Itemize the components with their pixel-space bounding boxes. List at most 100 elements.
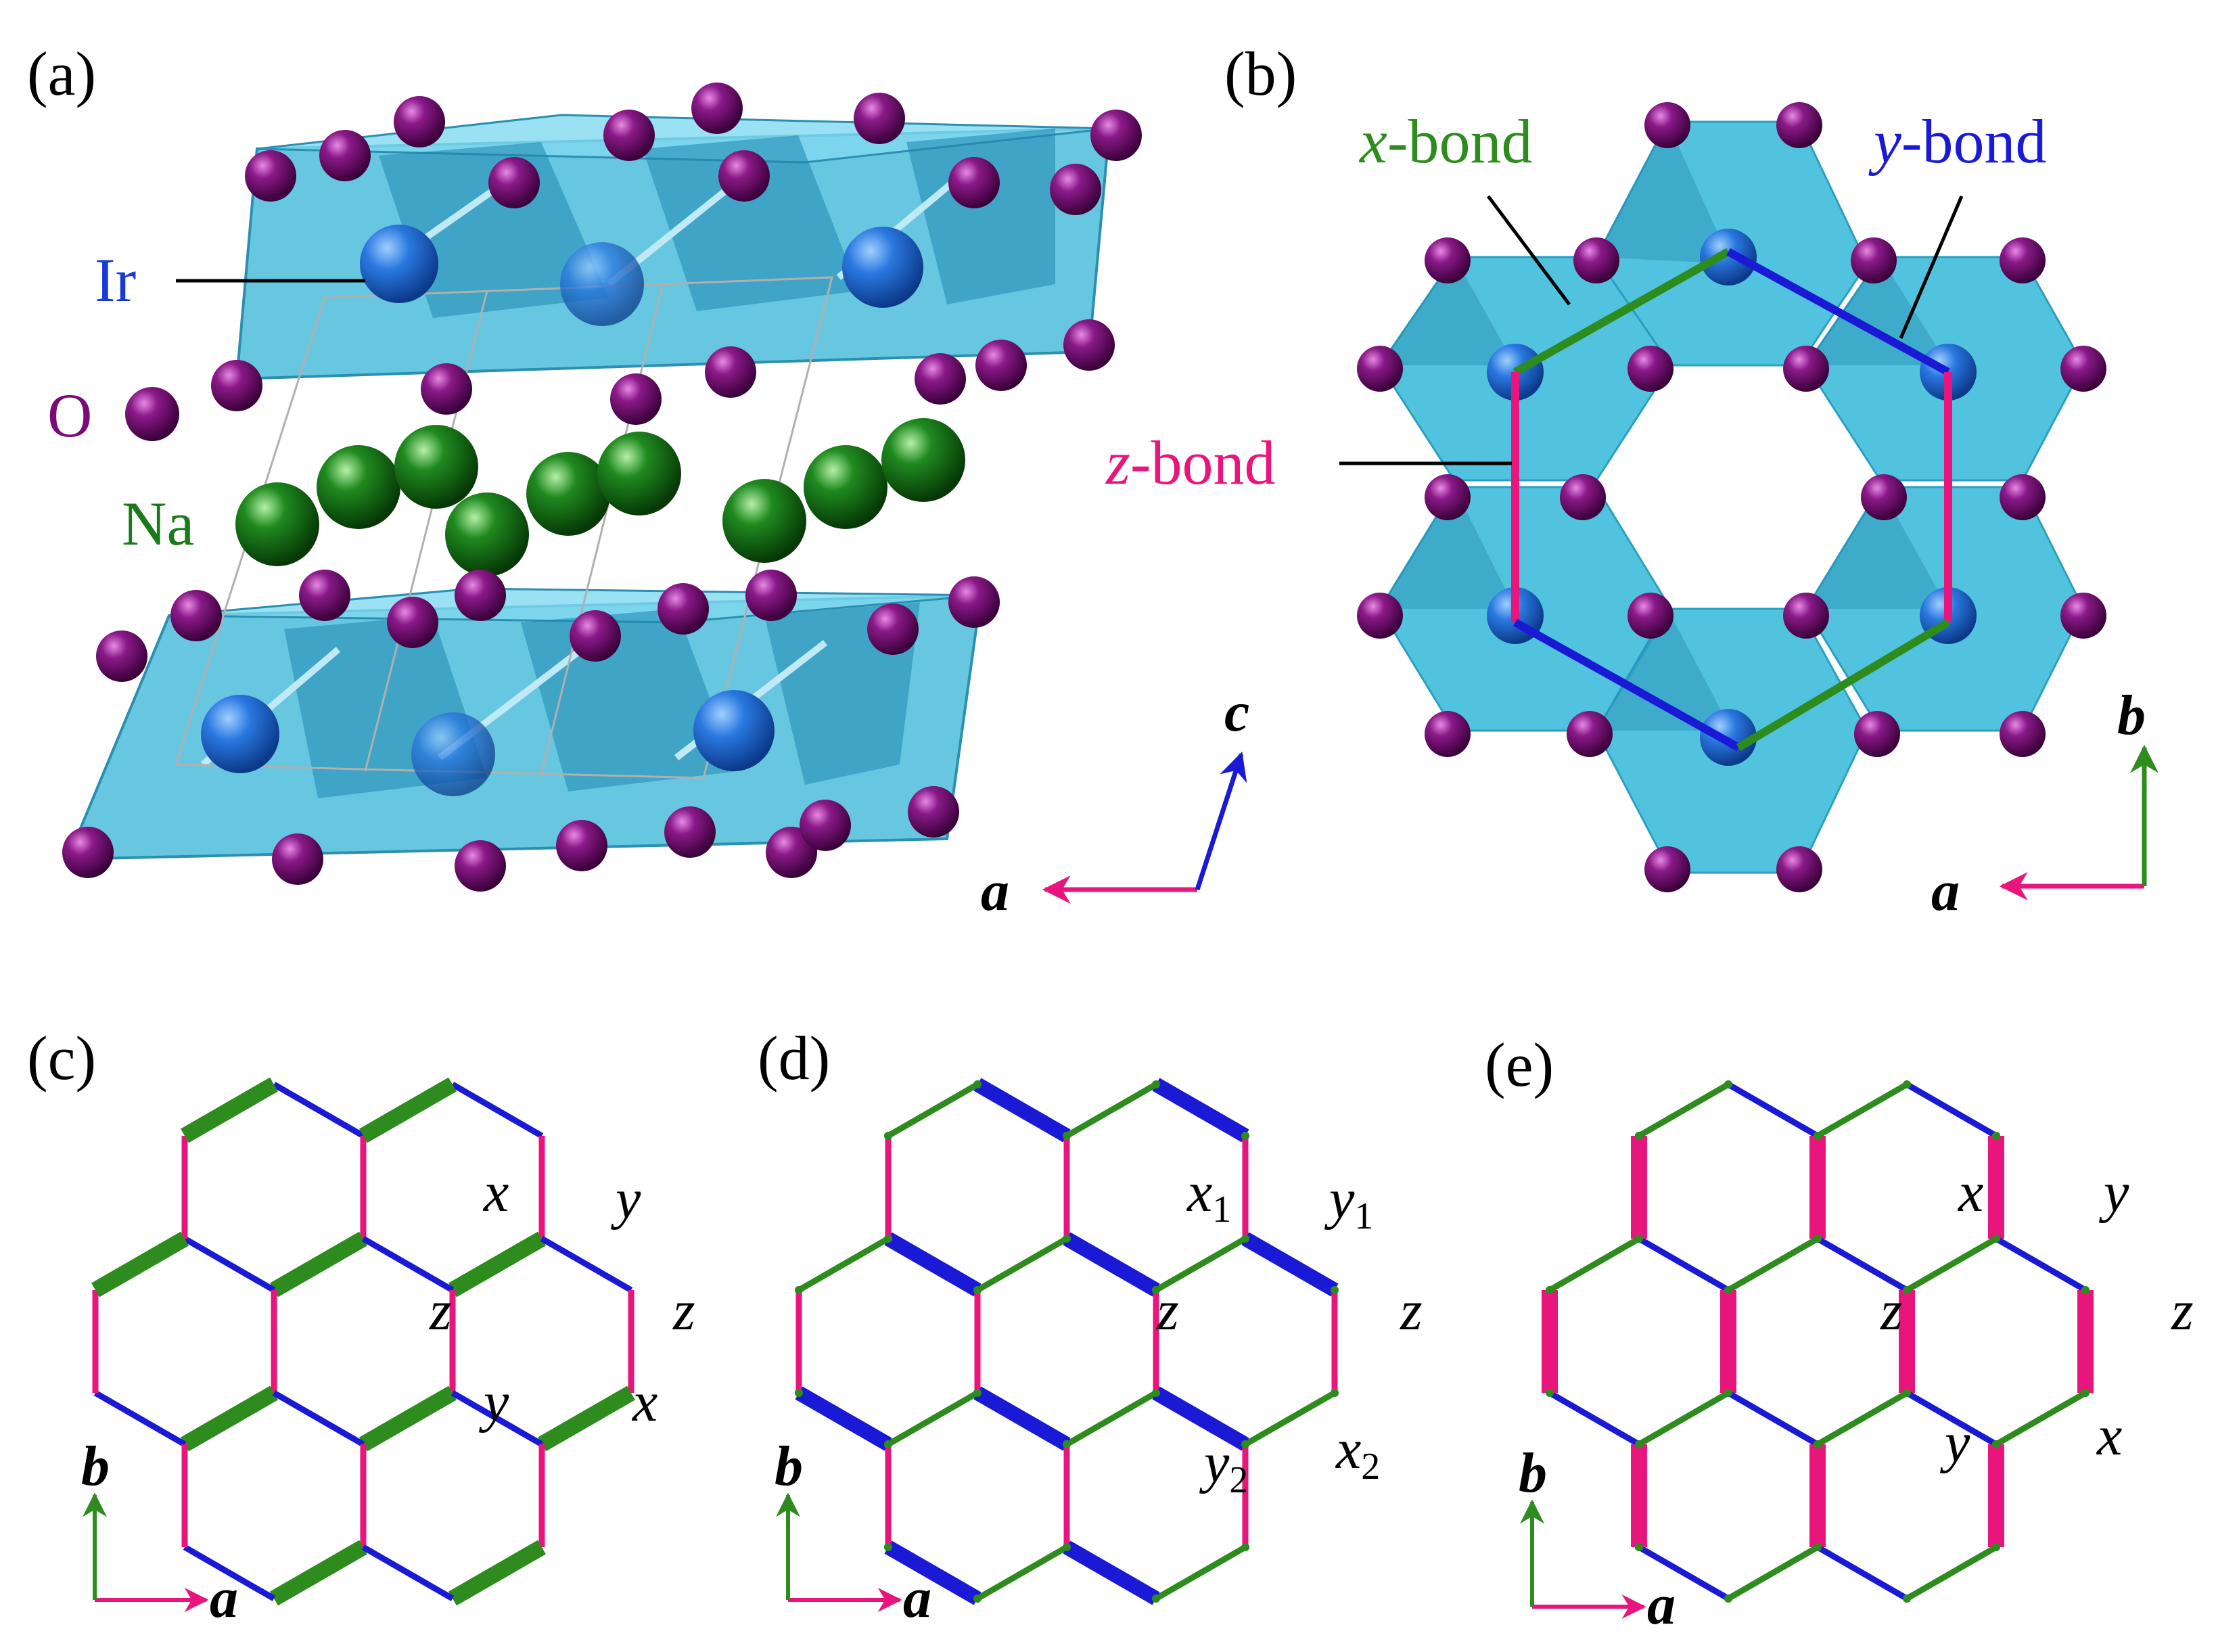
lattice-site: [1063, 1440, 1071, 1448]
lattice-site: [1152, 1080, 1160, 1088]
x-bond: [1994, 1390, 2087, 1447]
x-bond: [448, 1231, 546, 1298]
x-bond: [1154, 1544, 1247, 1601]
x-bond: [1154, 1236, 1247, 1293]
lattice-site: [1724, 1389, 1732, 1397]
lattice-site: [1241, 1440, 1249, 1448]
x-bond: [1726, 1544, 1820, 1601]
lattice-site: [1814, 1543, 1822, 1551]
octahedra-shading: [1380, 122, 1948, 731]
panel-label-e: (e): [1485, 1030, 1554, 1099]
ir-atom: [693, 690, 775, 771]
bond-label-x: x: [2096, 1404, 2122, 1467]
bond-label-y1: y1: [1324, 1168, 1373, 1237]
y-bond: [884, 1540, 982, 1605]
na-atom: [597, 432, 681, 515]
x-bond-leader: [1487, 195, 1571, 306]
lattice-site: [1546, 1389, 1554, 1397]
bond-label-z: z: [429, 1279, 452, 1342]
x-bond-label: x-bond: [1358, 107, 1532, 176]
lattice-site: [1635, 1440, 1643, 1448]
na-label: Na: [122, 489, 194, 558]
bond-label-z: z: [1156, 1279, 1179, 1342]
axis-b-label-c: b: [81, 1435, 110, 1498]
x-bond: [270, 1540, 367, 1606]
ir-atom: [1700, 229, 1757, 285]
x-bond: [1065, 1390, 1158, 1447]
bond-label-z: z: [672, 1279, 695, 1342]
lattice-site: [1724, 1286, 1732, 1294]
ir-atom: [360, 225, 438, 303]
x-bond: [975, 1236, 1069, 1293]
y-bond: [1241, 1232, 1339, 1297]
x-bond: [1065, 1082, 1158, 1139]
x-bond: [181, 1385, 278, 1452]
o-legend-atom: [125, 387, 179, 441]
lattice-site: [973, 1080, 982, 1088]
o-atoms-lower: [62, 570, 1000, 892]
x-bond: [1816, 1082, 1909, 1139]
lattice-site: [1152, 1594, 1160, 1603]
y-bond: [1152, 1078, 1249, 1143]
lattice-site: [1635, 1235, 1643, 1243]
panel-d-labels: (d) x1 y1 z z y2 x2 a b: [758, 1024, 1423, 1630]
bond-label-y: y: [478, 1371, 509, 1433]
lattice-site: [1152, 1286, 1160, 1294]
lattice-site: [1331, 1286, 1339, 1294]
lattice-site: [1241, 1543, 1249, 1551]
axis-b-label-b: b: [2117, 684, 2146, 747]
lattice-site: [973, 1389, 982, 1397]
lattice-site: [1814, 1235, 1822, 1243]
bond-label-y: y: [610, 1168, 641, 1231]
lattice-site: [884, 1440, 892, 1448]
o-atoms-b: [1357, 102, 2106, 892]
x-bond: [538, 1385, 635, 1452]
axis-a-label-c: a: [210, 1567, 238, 1630]
na-atom: [526, 452, 610, 536]
lattice-site: [1903, 1286, 1911, 1294]
y-bond: [1905, 1390, 1998, 1447]
bond-label-x: x: [1957, 1161, 1983, 1224]
o-label: O: [47, 381, 92, 450]
x-bond: [1726, 1236, 1820, 1293]
z-bond-label: z-bond: [1105, 428, 1275, 497]
lattice-site: [2081, 1389, 2090, 1397]
lattice-site: [973, 1286, 982, 1294]
y-bond: [540, 1236, 633, 1293]
lattice-site: [1814, 1440, 1822, 1448]
na-atom: [881, 418, 965, 502]
lattice-site: [1992, 1440, 2000, 1448]
x-bond: [1816, 1390, 1909, 1447]
lattice-site: [1903, 1080, 1911, 1088]
lattice-site: [1331, 1389, 1339, 1397]
y-bond: [1726, 1390, 1820, 1447]
na-atom: [804, 445, 887, 529]
bond-label-z: z: [1400, 1279, 1423, 1342]
y-bond: [1816, 1544, 1909, 1601]
y-bond-top: [1726, 248, 1950, 376]
lattice-site: [1814, 1132, 1822, 1140]
y-bond: [1637, 1236, 1730, 1293]
panel-d-honeycomb: [795, 1078, 1339, 1605]
lattice-site: [1063, 1132, 1071, 1140]
y-bond: [1548, 1390, 1641, 1447]
y-bond: [93, 1390, 187, 1447]
bond-label-y2: y2: [1199, 1431, 1248, 1501]
y-bond: [1637, 1544, 1730, 1601]
axis-b-label-e: b: [1519, 1442, 1547, 1505]
y-bond: [1063, 1232, 1160, 1297]
lattice-site: [1903, 1389, 1911, 1397]
y-bond: [1726, 1082, 1820, 1139]
lattice-site: [973, 1594, 982, 1603]
lattice-site: [1724, 1594, 1732, 1603]
panel-label-b: (b): [1224, 39, 1297, 108]
x-bond: [1243, 1390, 1337, 1447]
panel-c-labels: (c) x y z z y x a b: [27, 1024, 695, 1630]
y-bond: [451, 1390, 544, 1447]
y-bond-leader: [1899, 196, 1964, 339]
lattice-site: [884, 1235, 892, 1243]
na-atom: [722, 479, 806, 563]
y-bond: [1063, 1540, 1160, 1605]
axis-b-label-d: b: [775, 1435, 803, 1498]
